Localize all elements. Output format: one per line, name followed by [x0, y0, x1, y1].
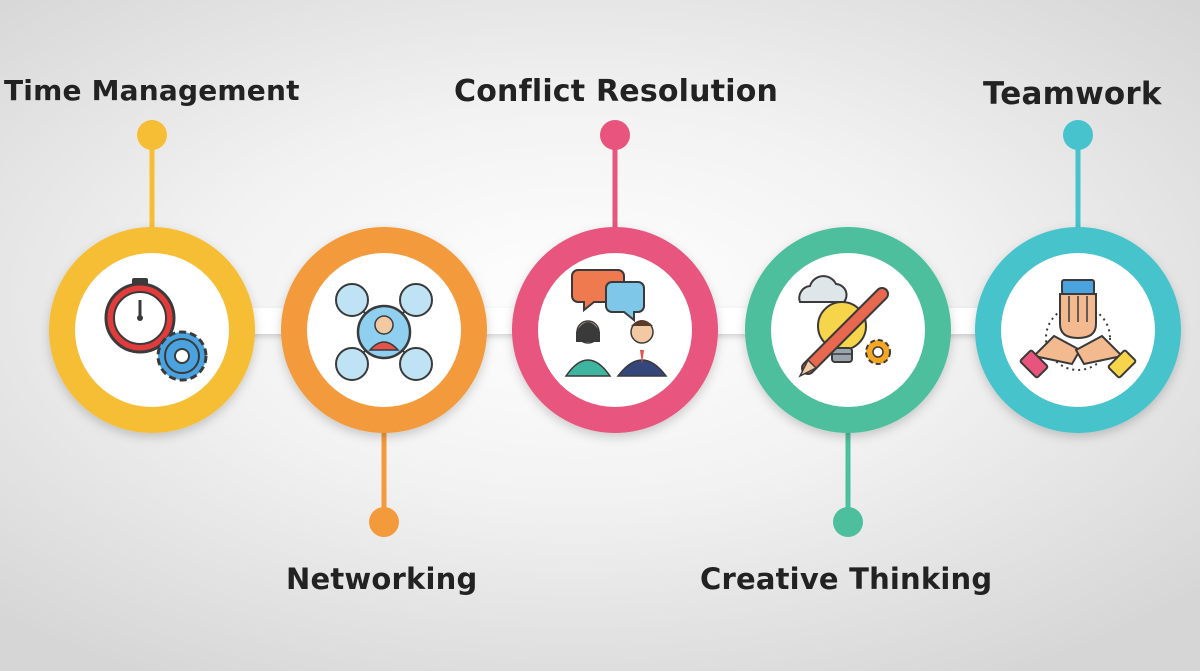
label-conflict-resolution: Conflict Resolution [454, 74, 779, 109]
step-networking [281, 227, 487, 537]
stem-dot [137, 120, 167, 150]
label-teamwork: Teamwork [983, 76, 1162, 112]
lightbulb-pencil-icon [798, 275, 891, 378]
step-creative-thinking [745, 227, 951, 537]
step-teamwork [975, 120, 1181, 433]
stopwatch-gear-icon [104, 278, 208, 382]
step-conflict-resolution [512, 120, 718, 433]
stem-dot [600, 120, 630, 150]
label-time-management: Time Management [4, 74, 300, 107]
network-people-icon [335, 283, 433, 381]
conflict-people-speech-icon [564, 269, 668, 377]
stem-dot [369, 507, 399, 537]
stem-dot [1063, 120, 1093, 150]
stacked-hands-icon [1019, 279, 1137, 379]
stem-dot [833, 507, 863, 537]
label-creative-thinking: Creative Thinking [700, 562, 993, 596]
step-time-management [49, 120, 255, 433]
label-networking: Networking [286, 562, 478, 596]
